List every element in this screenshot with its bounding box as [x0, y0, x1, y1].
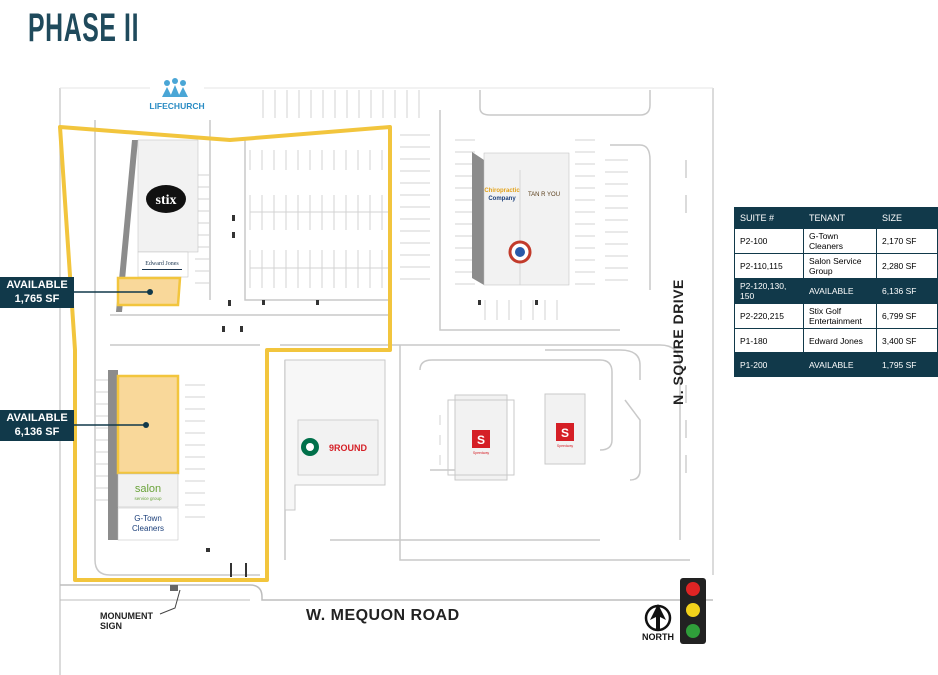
cell-size: 1,795 SF: [876, 352, 938, 377]
cell-size: 6,136 SF: [876, 278, 938, 304]
north-label: NORTH: [642, 632, 674, 642]
header-size: SIZE: [876, 207, 938, 229]
salon-text: salon: [135, 483, 161, 495]
cell-suite: P1-200: [734, 352, 804, 377]
available-label-2-line1: AVAILABLE: [6, 412, 68, 424]
lifechurch-text: LIFECHURCH: [149, 101, 204, 111]
table-row: P1-180 Edward Jones 3,400 SF: [734, 328, 938, 353]
table-row: P2-120,130, 150 AVAILABLE 6,136 SF: [734, 278, 938, 304]
cell-tenant: AVAILABLE: [803, 278, 877, 304]
table-row: P1-200 AVAILABLE 1,795 SF: [734, 352, 938, 377]
suite-table-header: SUITE # TENANT SIZE: [734, 207, 938, 229]
cell-tenant: Edward Jones: [803, 328, 877, 353]
speedway-logo-2-icon: [556, 423, 574, 441]
cell-tenant: Salon Service Group: [803, 253, 877, 279]
gtown-line2: Cleaners: [132, 524, 164, 533]
cell-suite: P2-100: [734, 228, 804, 254]
cell-tenant: G-Town Cleaners: [803, 228, 877, 254]
gtown-line1: G-Town: [134, 514, 162, 523]
table-row: P2-100 G-Town Cleaners 2,170 SF: [734, 228, 938, 254]
header-tenant: TENANT: [803, 207, 877, 229]
table-row: P2-110,115 Salon Service Group 2,280 SF: [734, 253, 938, 279]
nine-round-text: 9ROUND: [329, 443, 368, 453]
speedway-logo-icon: [472, 430, 490, 448]
cell-tenant: AVAILABLE: [803, 352, 877, 377]
speedway-text-2: Speedway: [557, 444, 574, 448]
available-label-2: AVAILABLE 6,136 SF: [0, 410, 74, 441]
available-label-1-line2: 1,765 SF: [14, 293, 60, 305]
cell-size: 6,799 SF: [876, 303, 938, 329]
cell-size: 2,280 SF: [876, 253, 938, 279]
chiropractic-line1: Chiropractic: [484, 188, 520, 194]
page-title: PHASE II: [28, 6, 140, 50]
road-label-squire: N. SQUIRE DRIVE: [670, 279, 686, 405]
salon-sub-text: service group: [134, 496, 162, 501]
north-arrow-icon: [644, 604, 672, 632]
phase-ii-boundary: [58, 125, 392, 582]
cell-suite: P1-180: [734, 328, 804, 353]
cell-suite: P2-110,115: [734, 253, 804, 279]
header-suite: SUITE #: [734, 207, 804, 229]
traffic-light-icon: [680, 578, 706, 644]
monument-sign-line1: MONUMENT: [100, 611, 153, 621]
available-label-1-line1: AVAILABLE: [6, 279, 68, 291]
available-label-2-line2: 6,136 SF: [14, 426, 60, 438]
cell-suite: P2-120,130, 150: [734, 278, 804, 304]
available-label-1: AVAILABLE 1,765 SF: [0, 277, 74, 308]
cell-size: 2,170 SF: [876, 228, 938, 254]
svg-text:S: S: [477, 433, 485, 447]
chiropractic-line2: Company: [488, 196, 516, 202]
svg-text:S: S: [561, 426, 569, 440]
edward-jones-text: Edward Jones: [145, 261, 179, 267]
suite-table: SUITE # TENANT SIZE P2-100 G-Town Cleane…: [734, 207, 938, 377]
lifechurch-logo: LIFECHURCH: [149, 76, 205, 113]
table-row: P2-220,215 Stix Golf Entertainment 6,799…: [734, 303, 938, 329]
monument-sign-line2: SIGN: [100, 621, 123, 631]
speedway-text-1: Speedway: [473, 451, 490, 455]
cell-suite: P2-220,215: [734, 303, 804, 329]
tan-text: TAN R YOU: [528, 192, 560, 198]
cell-size: 3,400 SF: [876, 328, 938, 353]
stix-logo: stix: [146, 185, 186, 213]
road-label-mequon: W. MEQUON ROAD: [306, 607, 460, 624]
monument-sign-label: MONUMENT SIGN: [100, 611, 153, 631]
cell-tenant: Stix Golf Entertainment: [803, 303, 877, 329]
stix-text: stix: [156, 193, 177, 208]
